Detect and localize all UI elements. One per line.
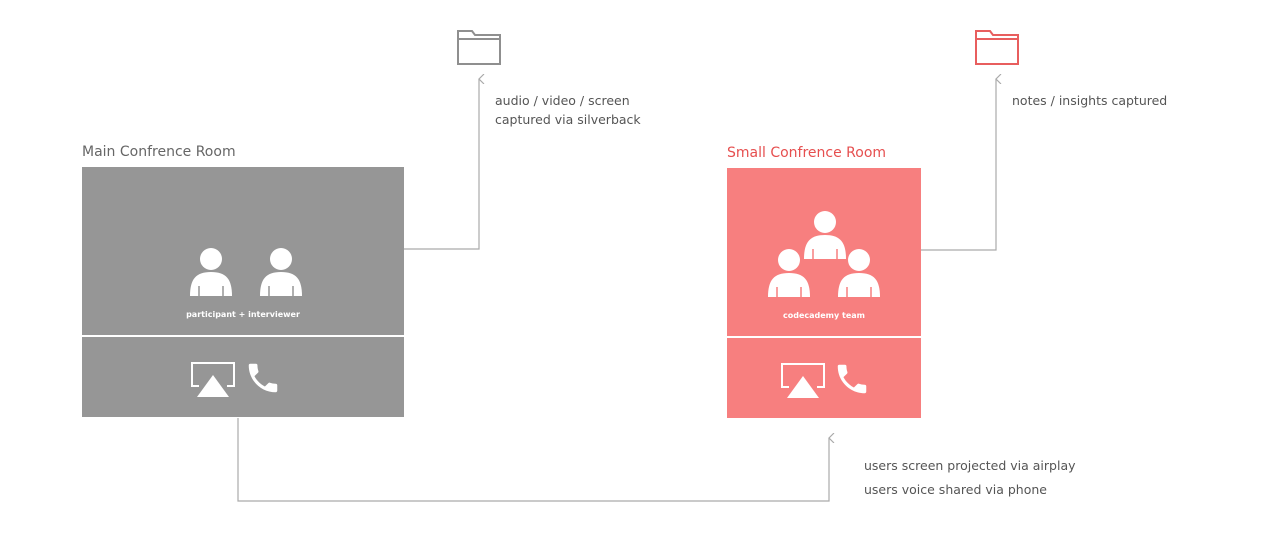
participant-person-icon: [190, 248, 232, 296]
insights-folder-icon: [975, 30, 1019, 65]
main-room-devices-area: [82, 337, 404, 417]
phone-note: users voice shared via phone: [864, 482, 1047, 497]
small-room-title: Small Confrence Room: [727, 145, 887, 161]
connector-small-to-insights: [921, 79, 996, 251]
connector-main-to-small: [237, 418, 829, 502]
connector-main-to-recording: [404, 79, 479, 250]
interviewer-person-icon: [260, 248, 302, 296]
team-member-person-icon: [768, 249, 810, 297]
small-room-label: codecademy team: [782, 311, 865, 320]
phone-icon: [248, 363, 278, 393]
team-member-person-icon: [838, 249, 880, 297]
recording-note-line2: captured via silverback: [495, 112, 641, 127]
main-room-people-area: participant + interviewer: [82, 167, 404, 335]
recording-note-line1: audio / video / screen: [495, 93, 630, 108]
small-room-panel: codecademy team: [727, 168, 921, 418]
insights-note: notes / insights captured: [1012, 93, 1168, 108]
recording-folder-icon: [457, 30, 501, 65]
small-room-people-area: codecademy team: [727, 168, 921, 336]
main-room-title: Main Confrence Room: [82, 144, 236, 160]
airplay-icon: [781, 363, 825, 398]
airplay-icon: [191, 362, 235, 397]
phone-icon: [837, 364, 867, 394]
sharing-note: users screen projected via airplay users…: [864, 454, 1076, 502]
airplay-note: users screen projected via airplay: [864, 458, 1076, 473]
small-room-devices-area: [727, 338, 921, 418]
main-room-label: participant + interviewer: [186, 310, 300, 319]
recording-note: audio / video / screen captured via silv…: [495, 91, 641, 129]
main-room-panel: participant + interviewer: [82, 167, 404, 417]
team-member-person-icon: [804, 211, 846, 259]
